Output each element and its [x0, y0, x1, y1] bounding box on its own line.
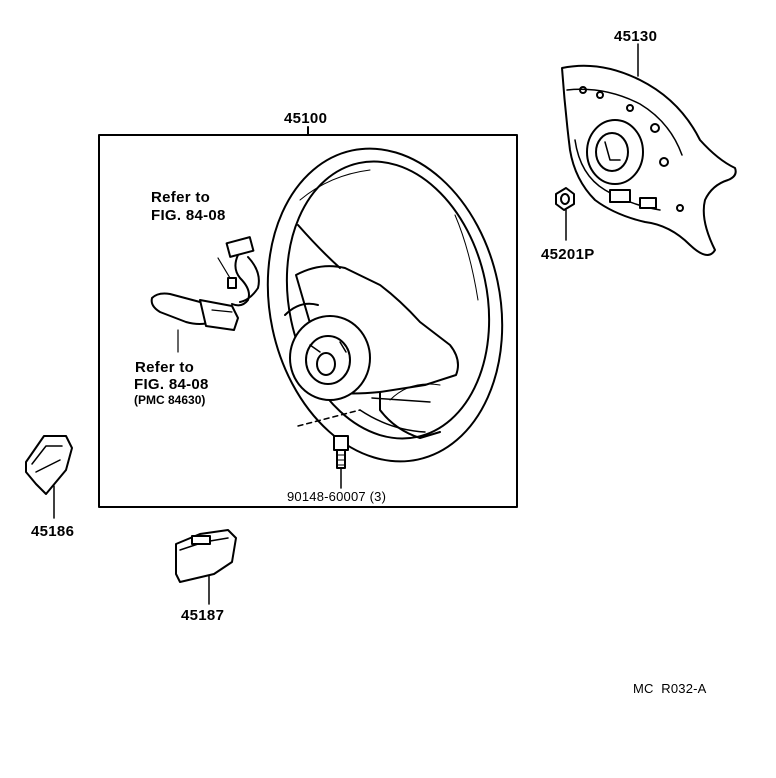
reference-lower-line2: FIG. 84-08	[134, 376, 209, 393]
part-number-45186: 45186	[31, 523, 75, 540]
lower-cover-45187	[175, 529, 237, 605]
part-number-45201p: 45201P	[541, 246, 595, 263]
part-number-screw: 90148-60007 (3)	[287, 489, 387, 504]
nut-45201p	[555, 187, 575, 241]
reference-lower-line1: Refer to	[135, 359, 195, 376]
lower-cover-45186	[25, 435, 73, 519]
drawing-code: MC R032-A	[633, 681, 707, 696]
steering-wheel	[266, 147, 504, 463]
reference-upper-line2: FIG. 84-08	[151, 207, 226, 224]
horn-connector	[217, 236, 260, 307]
part-number-45100: 45100	[284, 110, 328, 127]
airbag-pad	[561, 43, 737, 256]
part-number-45130: 45130	[614, 28, 658, 45]
steering-switch	[150, 292, 239, 353]
screw-90148	[297, 409, 361, 489]
part-number-45187: 45187	[181, 607, 225, 624]
reference-lower-line3: (PMC 84630)	[134, 393, 206, 407]
reference-upper-line1: Refer to	[151, 189, 211, 206]
